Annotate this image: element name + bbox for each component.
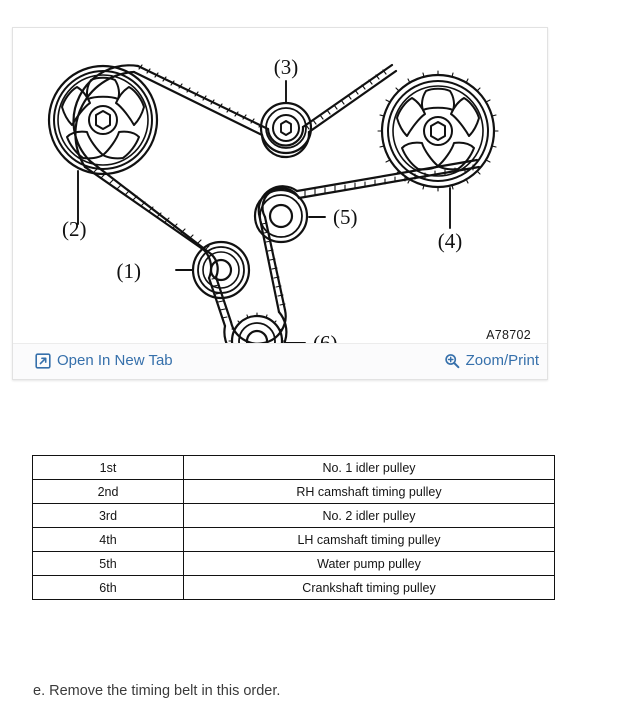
order-cell: 2nd (32, 479, 184, 504)
image-viewer-toolbar: Open In New Tab Zoom/Print (13, 343, 547, 379)
open-in-new-tab-label: Open In New Tab (57, 352, 173, 369)
order-cell: 5th (32, 551, 184, 576)
timing-belt (72, 63, 481, 343)
part-cell: No. 1 idler pulley (183, 455, 555, 480)
table-row: 6th Crankshaft timing pulley (32, 575, 555, 600)
callout-leaders (77, 80, 451, 343)
timing-belt-diagram-svg: (1) (2) (3) (4) (5) (6) (47, 55, 499, 343)
callout-label-4: (4) (438, 229, 463, 253)
callout-label-6: (6) (313, 331, 338, 343)
order-cell: 4th (32, 527, 184, 552)
table-row: 3rd No. 2 idler pulley (32, 503, 555, 528)
callout-label-1: (1) (117, 259, 142, 283)
open-in-new-tab-button[interactable]: Open In New Tab (35, 351, 173, 371)
order-cell: 1st (32, 455, 184, 480)
order-cell: 6th (32, 575, 184, 600)
zoom-print-label: Zoom/Print (465, 352, 539, 369)
part-cell: No. 2 idler pulley (183, 503, 555, 528)
magnifier-plus-icon (444, 353, 460, 369)
image-reference-code: A78702 (486, 328, 531, 342)
pulley-lh-camshaft (47, 64, 159, 176)
callout-label-3: (3) (274, 55, 299, 79)
callout-label-2: (2) (62, 217, 87, 241)
pulley-crankshaft (228, 312, 286, 343)
removal-order-table: 1st No. 1 idler pulley 2nd RH camshaft t… (32, 455, 555, 600)
table-row: 1st No. 1 idler pulley (32, 455, 555, 480)
image-viewer-panel: (1) (2) (3) (4) (5) (6) A78702 Open In N… (12, 27, 548, 380)
order-cell: 3rd (32, 503, 184, 528)
table-row: 5th Water pump pulley (32, 551, 555, 576)
table-row: 4th LH camshaft timing pulley (32, 527, 555, 552)
zoom-print-button[interactable]: Zoom/Print (444, 351, 539, 371)
table-row: 2nd RH camshaft timing pulley (32, 479, 555, 504)
timing-belt-diagram[interactable]: (1) (2) (3) (4) (5) (6) (13, 28, 547, 343)
step-caption: e. Remove the timing belt in this order. (33, 683, 281, 699)
part-cell: RH camshaft timing pulley (183, 479, 555, 504)
callout-label-5: (5) (333, 205, 358, 229)
part-cell: Crankshaft timing pulley (183, 575, 555, 600)
pulley-water-pump (253, 188, 309, 244)
part-cell: Water pump pulley (183, 551, 555, 576)
pulley-rh-camshaft (377, 70, 499, 192)
removal-order-table-body: 1st No. 1 idler pulley 2nd RH camshaft t… (32, 455, 555, 600)
open-in-new-tab-icon (35, 353, 51, 369)
part-cell: LH camshaft timing pulley (183, 527, 555, 552)
callout-labels: (1) (2) (3) (4) (5) (6) (62, 55, 462, 343)
